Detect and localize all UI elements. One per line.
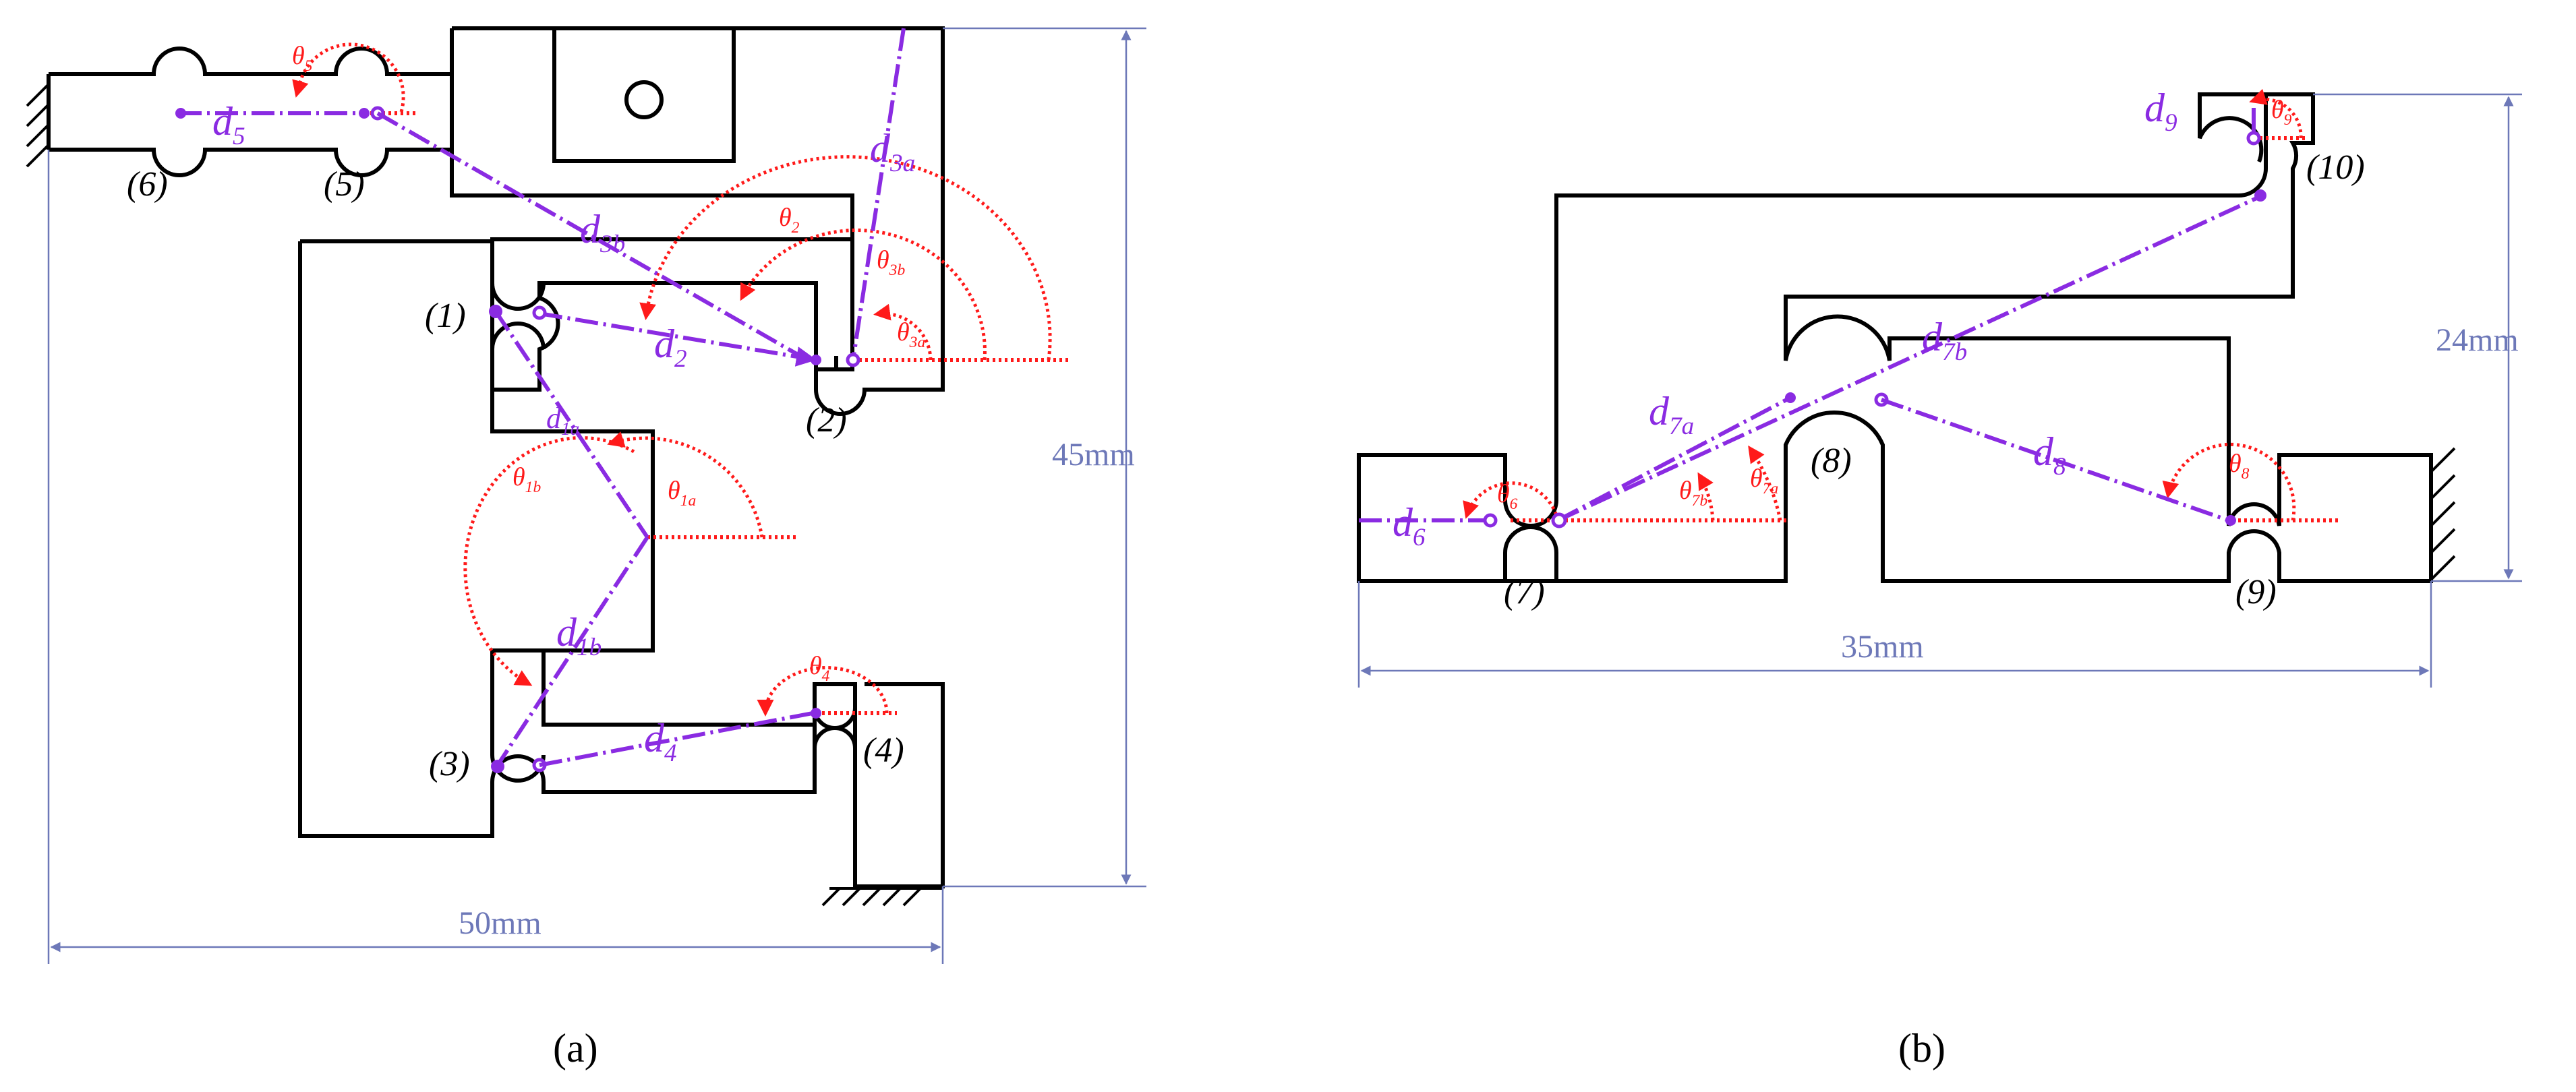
- joint-7-right-point: [1551, 512, 1567, 528]
- label-d3a: d3a: [870, 126, 915, 177]
- label-theta-9: θ9: [2271, 96, 2292, 129]
- link-d2: [539, 311, 817, 367]
- left-base-block: [1357, 92, 2433, 583]
- label-d3b: d3b: [580, 207, 625, 258]
- joint-label-9: (9): [2235, 573, 2277, 611]
- joint-label-7: (7): [1504, 573, 1545, 611]
- label-d2: d2: [654, 322, 687, 373]
- arm-top-left: [47, 47, 452, 177]
- arc-theta-3b: [740, 229, 987, 361]
- joint-6-point: [175, 108, 186, 119]
- label-d7a: d7a: [1649, 389, 1694, 440]
- label-d4: d4: [644, 716, 677, 767]
- joint-label-4: (4): [863, 731, 904, 770]
- label-theta-1a: θ1a: [668, 477, 696, 510]
- joint-2-left-point: [811, 355, 821, 365]
- link-d7a: [1556, 396, 1792, 522]
- label-theta-7a: θ7a: [1750, 464, 1778, 497]
- upper-frame: [450, 26, 945, 416]
- arc-theta-1b: [463, 435, 635, 686]
- caption-b: (b): [1898, 1026, 1945, 1070]
- pin-hole: [624, 80, 664, 119]
- dim-width-b-label: 35mm: [1841, 629, 1924, 665]
- joint-4-point: [811, 708, 821, 719]
- link-d4: [539, 711, 813, 767]
- joint-label-10: (10): [2306, 148, 2365, 187]
- arc-theta-7a: [1748, 445, 1782, 521]
- joint-10-open-point: [2246, 131, 2261, 146]
- label-theta-1b: θ1b: [513, 463, 541, 496]
- joint-2-right-point: [846, 353, 860, 367]
- arc-theta-5: [292, 42, 405, 113]
- link-d1b: [496, 536, 649, 766]
- panel-b: (7) (8) (9) (10) d6 d7a d7b d8 d9 θ6 θ7a…: [1357, 86, 2522, 1070]
- label-theta-3a: θ3a: [897, 318, 925, 351]
- dim-width-a-label: 50mm: [459, 905, 541, 941]
- joint-8-left-point: [1785, 392, 1796, 403]
- e-shaped-body: [298, 239, 945, 888]
- link-d1a: [494, 310, 649, 539]
- dim-height-b-label: 24mm: [2436, 322, 2519, 358]
- joint-label-5: (5): [324, 165, 365, 204]
- joint-10-point: [2254, 189, 2266, 202]
- label-theta-5: θ5: [292, 42, 313, 75]
- joint-label-2: (2): [806, 401, 847, 439]
- link-d3a: [851, 28, 906, 361]
- dim-height-a-label: 45mm: [1052, 437, 1135, 473]
- label-d1b: d1b: [556, 610, 602, 661]
- arc-theta-9: [2249, 88, 2303, 139]
- arc-theta-8: [2162, 442, 2296, 521]
- label-d5: d5: [212, 99, 245, 150]
- joint-3-point: [491, 760, 504, 773]
- joint-label-6: (6): [127, 165, 168, 204]
- link-d7b: [1556, 193, 2264, 522]
- arc-theta-7b: [1697, 472, 1715, 521]
- label-theta-7b: θ7b: [1679, 477, 1707, 510]
- ground-hatch-bottom: [821, 887, 943, 907]
- arc-theta-6: [1463, 481, 1560, 521]
- joint-7-left-point: [1483, 513, 1498, 528]
- label-theta-4: θ4: [809, 652, 830, 685]
- link-d8: [1881, 398, 2229, 522]
- label-d7b: d7b: [1922, 315, 1967, 366]
- label-theta-2: θ2: [779, 204, 800, 237]
- joint-4-notch: [813, 684, 857, 792]
- label-d9: d9: [2144, 86, 2177, 137]
- label-d8: d8: [2033, 429, 2066, 481]
- panel-a: (6) (5) (1) (2) (3) (4) d5 d3b d3a d2 d1…: [26, 26, 1146, 1070]
- joint-1-open-point: [532, 305, 547, 320]
- joint-label-8: (8): [1811, 442, 1852, 480]
- joint-label-1: (1): [425, 297, 466, 335]
- link-d3b: [376, 111, 809, 362]
- caption-a: (a): [553, 1026, 598, 1070]
- ground-hatch-left: [26, 83, 50, 168]
- ground-hatch-right: [2430, 447, 2456, 581]
- joint-9-point: [2225, 515, 2236, 526]
- label-d6: d6: [1393, 500, 1426, 551]
- joint-label-3: (3): [429, 745, 470, 783]
- label-theta-3b: θ3b: [877, 246, 905, 279]
- label-d1a: d1a: [546, 402, 579, 439]
- upper-window: [552, 26, 736, 163]
- arc-theta-2: [639, 155, 1052, 361]
- label-theta-8: θ8: [2229, 450, 2250, 483]
- joint-5-left-point: [359, 108, 370, 119]
- label-theta-6: θ6: [1497, 480, 1518, 513]
